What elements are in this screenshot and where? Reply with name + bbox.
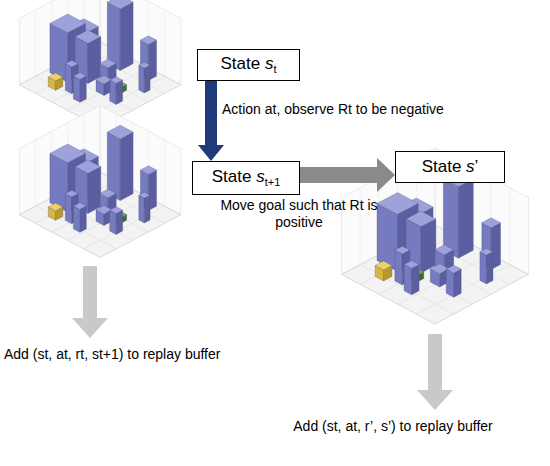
buffer-note: Add (st, at, rt, st+1) to replay buffer bbox=[4, 346, 304, 363]
edge-label: Move goal such that Rt is positive bbox=[210, 197, 388, 231]
bar-top bbox=[65, 60, 78, 67]
bar-face bbox=[404, 264, 412, 294]
state-label: State st bbox=[221, 54, 277, 75]
bar-top bbox=[377, 193, 418, 215]
bar-top bbox=[73, 203, 86, 210]
bar-top bbox=[73, 73, 86, 80]
chart-wall bbox=[19, 106, 100, 215]
bar-face bbox=[50, 23, 68, 82]
bar-top bbox=[482, 218, 501, 228]
bar-top bbox=[480, 248, 493, 255]
bar-face bbox=[139, 195, 145, 223]
bar-top bbox=[50, 144, 86, 163]
bar-face bbox=[65, 194, 71, 224]
buffer-arrow bbox=[417, 334, 453, 410]
bar-top bbox=[375, 261, 392, 270]
grid-line bbox=[164, 140, 165, 207]
grid-line bbox=[35, 140, 36, 207]
bar-face bbox=[120, 132, 133, 201]
bar-face bbox=[458, 179, 473, 259]
transition-arrow bbox=[198, 81, 224, 161]
bar-top bbox=[140, 36, 156, 45]
state-label: State s’ bbox=[422, 157, 479, 177]
bar-top bbox=[48, 203, 63, 211]
bar-face bbox=[395, 250, 403, 285]
bar-face bbox=[139, 65, 145, 93]
grid-line bbox=[35, 206, 116, 249]
bar-face bbox=[110, 210, 117, 234]
bar-face bbox=[446, 269, 454, 297]
grid-line bbox=[360, 265, 454, 315]
state-box: State st+1 bbox=[192, 161, 300, 195]
edge-label: Action at, observe Rt to be negative bbox=[222, 101, 522, 118]
bar-chart bbox=[342, 148, 529, 324]
bar-top bbox=[107, 0, 133, 9]
bar-face bbox=[486, 252, 493, 284]
bar-top bbox=[100, 59, 116, 68]
bar-face bbox=[144, 65, 150, 93]
state-box: State st bbox=[197, 49, 300, 81]
bar-top bbox=[110, 207, 123, 214]
bar-top bbox=[107, 125, 133, 139]
bar-face bbox=[421, 219, 436, 273]
bar-face bbox=[377, 203, 398, 271]
bar-face bbox=[88, 167, 101, 214]
bar-top bbox=[48, 73, 63, 81]
grid-line bbox=[416, 265, 510, 315]
bar-chart bbox=[19, 106, 181, 258]
bar-top bbox=[406, 211, 436, 227]
transition-arrow bbox=[300, 158, 395, 192]
bar-top bbox=[395, 246, 410, 254]
grid-line bbox=[84, 206, 165, 249]
bar-face bbox=[116, 80, 122, 104]
bar-top bbox=[50, 14, 86, 33]
bar-top bbox=[139, 192, 150, 198]
bar-face bbox=[120, 2, 133, 71]
bar-face bbox=[73, 206, 79, 232]
state-box: State s’ bbox=[395, 151, 505, 183]
bar-top bbox=[75, 160, 101, 174]
bar-top bbox=[75, 30, 101, 44]
grid-line bbox=[35, 10, 36, 77]
bar-face bbox=[116, 210, 122, 234]
bar-face bbox=[50, 153, 68, 212]
bar-top bbox=[139, 62, 150, 68]
buffer-arrow bbox=[72, 266, 108, 338]
bar-top bbox=[110, 77, 123, 84]
bar-top bbox=[100, 189, 116, 198]
bar-face bbox=[80, 76, 87, 102]
bar-face bbox=[454, 269, 462, 297]
bar-face bbox=[73, 76, 79, 102]
grid-line bbox=[164, 10, 165, 77]
state-label: State st+1 bbox=[212, 167, 281, 188]
chart-wall bbox=[19, 0, 100, 85]
bar-face bbox=[80, 206, 87, 232]
bar-top bbox=[446, 265, 461, 273]
bar-face bbox=[88, 37, 101, 84]
bar-face bbox=[65, 64, 71, 94]
bar-top bbox=[65, 190, 78, 197]
bar-top bbox=[404, 261, 419, 269]
grid-line bbox=[509, 188, 510, 265]
bar-face bbox=[480, 252, 487, 284]
bar-face bbox=[110, 80, 117, 104]
buffer-note: Add (st, at, r’, s’) to replay buffer bbox=[240, 418, 546, 435]
bar-top bbox=[140, 166, 156, 175]
bar-face bbox=[412, 264, 420, 294]
bar-top bbox=[435, 245, 454, 255]
bar-face bbox=[144, 195, 150, 223]
